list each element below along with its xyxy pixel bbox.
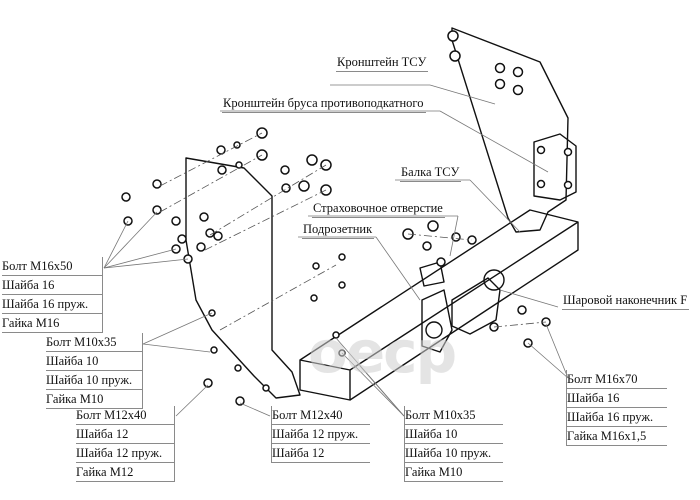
label-socket-plate: Подрозетник [302,222,375,239]
group-m10x35-right: Болт М10х35 Шайба 10 Шайба 10 пруж. Гайк… [404,406,503,482]
tow-ball [483,269,505,291]
label-bracket-tsu: Кронштейн ТСУ [336,55,429,72]
group-item: Болт М16х50 [2,257,102,276]
group-item: Шайба 10 пруж. [46,371,142,390]
group-item: Шайба 12 [272,444,370,463]
group-item: Болт М10х35 [46,333,142,352]
bumper-bracket [533,133,577,201]
socket-plate [421,289,453,353]
group-item: Шайба 12 пруж. [272,425,370,444]
watermark: oecp [308,318,457,386]
group-item: Гайка М12 [76,463,174,482]
label-bumper-bracket: Кронштейн бруса противоподкатного [222,96,426,113]
group-item: Шайба 16 пруж. [2,295,102,314]
group-m12x40-b: Болт М12х40 Шайба 12 пруж. Шайба 12 [271,406,370,463]
tow-beam [299,209,579,401]
group-item: Шайба 10 [46,352,142,371]
group-item: Шайба 16 [567,389,667,408]
group-item: Шайба 12 [76,425,174,444]
ball-mount [451,277,501,335]
group-m12x40-a: Болт М12х40 Шайба 12 Шайба 12 пруж. Гайк… [76,406,175,482]
group-item: Гайка М10 [46,390,142,409]
label-ball: Шаровой наконечник F [562,293,690,310]
leader-lines [103,84,569,417]
group-item: Шайба 16 пруж. [567,408,667,427]
group-item: Гайка М16 [2,314,102,333]
group-item: Гайка М16х1,5 [567,427,667,446]
group-item: Болт М12х40 [272,406,370,425]
group-m10x35-left: Болт М10х35 Шайба 10 Шайба 10 пруж. Гайк… [46,333,143,409]
right-bracket-plate [451,27,569,233]
group-item: Гайка М10 [405,463,503,482]
group-item: Болт М12х40 [76,406,174,425]
label-safety-hole: Страховочное отверстие [312,201,445,218]
group-m16x70: Болт М16х70 Шайба 16 Шайба 16 пруж. Гайк… [566,370,667,446]
group-item: Шайба 12 пруж. [76,444,174,463]
group-item: Шайба 10 пруж. [405,444,503,463]
label-beam: Балка ТСУ [400,165,462,182]
group-item: Шайба 10 [405,425,503,444]
group-item: Болт М10х35 [405,406,503,425]
group-m16x50: Болт М16х50 Шайба 16 Шайба 16 пруж. Гайк… [2,257,103,333]
left-bracket-plate [185,157,301,399]
group-item: Шайба 16 [2,276,102,295]
group-item: Болт М16х70 [567,370,667,389]
